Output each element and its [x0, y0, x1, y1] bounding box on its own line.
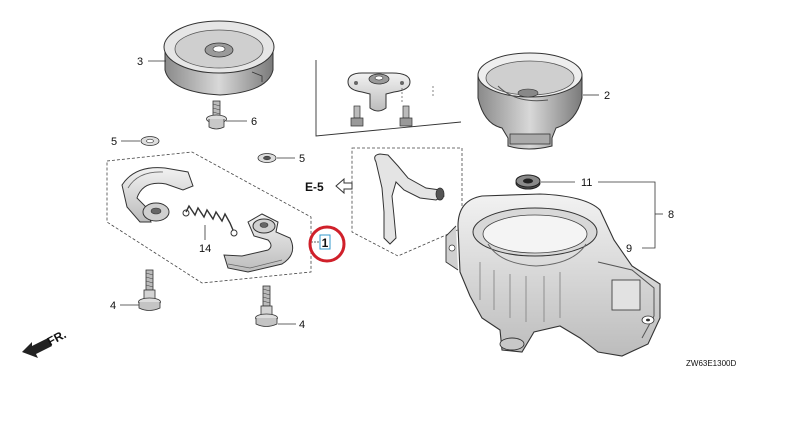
pulley-disc-part[interactable]	[163, 20, 275, 96]
stud-bolt-right[interactable]	[255, 285, 278, 327]
clutch-drum-part[interactable]	[477, 52, 583, 150]
flange-bolt-part[interactable]	[206, 100, 227, 130]
callout-6[interactable]: 6	[251, 116, 257, 128]
engine-reference-frame	[315, 60, 462, 137]
callout-8[interactable]: 8	[668, 209, 674, 221]
front-direction-arrow-icon	[22, 338, 52, 358]
mount-bolt-left[interactable]	[350, 105, 364, 127]
mount-bolt-right[interactable]	[399, 105, 413, 127]
reference-arrow	[335, 177, 353, 195]
highlight-circle	[308, 225, 346, 263]
oil-seal-part[interactable]	[515, 174, 541, 190]
callout-4-left[interactable]: 4	[110, 300, 116, 312]
washer-part-right[interactable]	[257, 153, 277, 163]
stud-bolt-left[interactable]	[138, 269, 161, 311]
clutch-shoe-upper[interactable]	[121, 167, 194, 223]
callout-1[interactable]: 1	[322, 236, 329, 250]
clutch-shoe-lower[interactable]	[223, 213, 294, 273]
callout-5-right[interactable]: 5	[299, 153, 305, 165]
callout-label-box	[319, 234, 331, 250]
reference-label: E-5	[305, 180, 324, 194]
callout-11[interactable]: 11	[581, 177, 592, 189]
mount-flange-part[interactable]	[347, 72, 411, 112]
callout-9[interactable]: 9	[626, 243, 632, 255]
clutch-assembly-outline	[106, 151, 312, 284]
fuel-hose-part[interactable]	[374, 153, 445, 245]
washer-part-left[interactable]	[140, 136, 160, 146]
hose-reference-outline	[351, 147, 463, 257]
diagram-code: ZW63E1300D	[686, 359, 736, 368]
callout-2[interactable]: 2	[604, 90, 610, 102]
callout-5-left[interactable]: 5	[111, 136, 117, 148]
callout-3[interactable]: 3	[137, 56, 143, 68]
clutch-housing-part[interactable]	[445, 193, 661, 357]
assembly-bracket-line	[598, 181, 656, 249]
callout-4-right[interactable]: 4	[299, 319, 305, 331]
callout-14[interactable]: 14	[199, 243, 211, 255]
clutch-spring-part[interactable]	[182, 204, 238, 237]
